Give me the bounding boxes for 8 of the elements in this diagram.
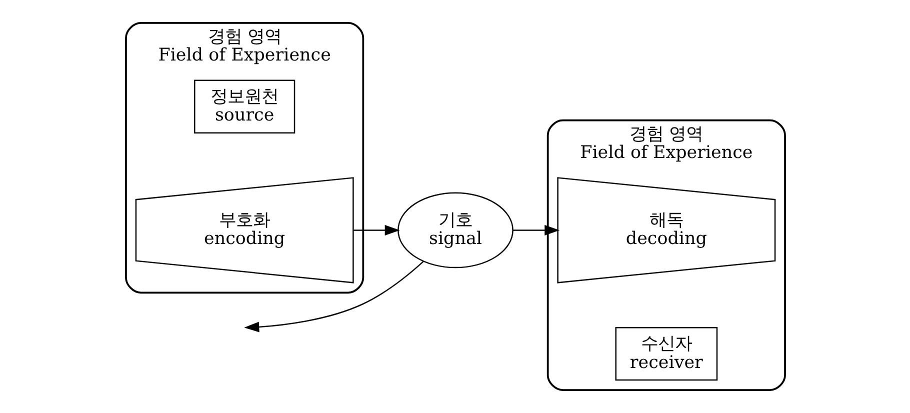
arrow: [244, 260, 424, 332]
arrow: [353, 224, 400, 236]
node-box: 수신자 receiver: [614, 326, 718, 381]
node-box: 부호화 encoding: [134, 177, 354, 284]
node-box: 해독 decoding: [556, 177, 776, 284]
node-box: 정보원천 source: [194, 80, 295, 134]
node-ellipse: 기호 signal: [397, 192, 513, 268]
arrow: [512, 224, 560, 236]
